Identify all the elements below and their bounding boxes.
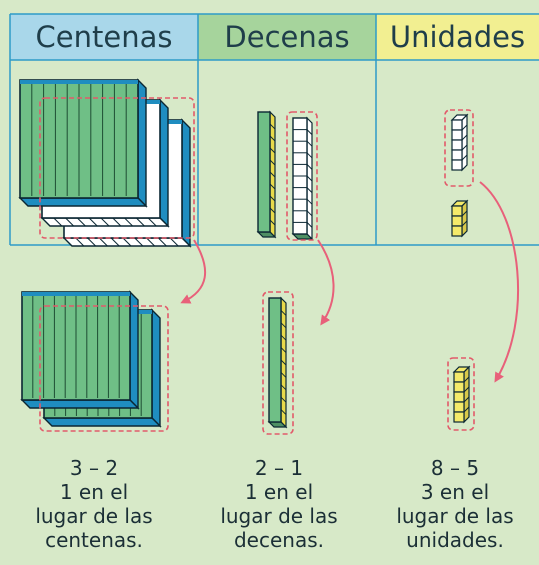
removed-tens-outline	[286, 111, 318, 241]
result-tens-outline	[262, 291, 294, 435]
unit-cube	[453, 371, 465, 383]
header-centenas-label: Centenas	[35, 20, 173, 54]
result-tens-rods	[267, 296, 288, 429]
unit-cube	[451, 215, 463, 227]
table-grid	[9, 13, 539, 246]
header-decenas-label: Decenas	[224, 20, 350, 54]
header-centenas: Centenas	[10, 14, 198, 60]
caption-text: lugar de las	[396, 504, 514, 528]
caption-expression: 3 – 2	[69, 456, 119, 480]
caption-centenas: 3 – 2 1 en el lugar de las centenas.	[9, 456, 179, 552]
result-hundreds-flats	[20, 290, 162, 428]
caption-expression: 8 – 5	[430, 456, 480, 480]
removed-tens-rod	[291, 116, 314, 241]
arrow-centenas	[180, 239, 207, 304]
removed-unit-cube	[451, 119, 463, 131]
caption-result-line: 3 en el	[370, 480, 539, 504]
caption-text: centenas.	[45, 528, 143, 552]
removed-units-outline	[444, 109, 474, 187]
caption-result-line: 1 en el	[9, 480, 179, 504]
arrow-unidades	[479, 181, 520, 383]
unit-cube	[453, 391, 465, 403]
caption-decenas: 2 – 1 1 en el lugar de las decenas.	[194, 456, 364, 552]
tens-rod	[256, 110, 277, 239]
top-unit-cubes	[450, 113, 469, 238]
removed-unit-cubes	[450, 113, 469, 172]
header-unidades: Unidades	[376, 14, 539, 60]
unit-cube	[453, 401, 465, 413]
result-unit-cubes	[452, 365, 471, 424]
result-units-outline	[447, 357, 475, 431]
removed-unit-cube	[451, 159, 463, 171]
caption-text: decenas.	[233, 528, 324, 552]
header-decenas: Decenas	[198, 14, 376, 60]
caption-text: en el	[72, 480, 129, 504]
caption-text: en el	[433, 480, 490, 504]
unit-cube	[451, 225, 463, 237]
caption-result-number: 1	[244, 480, 258, 504]
unit-cube	[453, 411, 465, 423]
removed-unit-cube	[451, 139, 463, 151]
removed-unit-cube	[451, 149, 463, 161]
unit-cubes	[452, 365, 471, 424]
caption-unidades: 8 – 5 3 en el lugar de las unidades.	[370, 456, 539, 552]
header-centenas-cell	[10, 14, 198, 60]
unit-cube	[453, 381, 465, 393]
hundreds-flat	[18, 78, 148, 208]
caption-result-number: 1	[59, 480, 73, 504]
caption-result-number: 3	[420, 480, 434, 504]
caption-text: unidades.	[406, 528, 504, 552]
header-unidades-label: Unidades	[389, 20, 526, 54]
caption-expression: 2 – 1	[254, 456, 304, 480]
top-tens-rods	[256, 110, 314, 241]
caption-text: en el	[257, 480, 314, 504]
caption-result-line: 1 en el	[194, 480, 364, 504]
header-unidades-cell	[376, 14, 539, 60]
tens-rod	[267, 296, 288, 429]
caption-text: lugar de las	[220, 504, 338, 528]
result-hundreds-outline	[39, 305, 169, 432]
header-decenas-cell	[198, 14, 376, 60]
unit-cubes	[450, 199, 469, 238]
unit-cube	[451, 205, 463, 217]
arrow-decenas	[317, 239, 335, 326]
caption-text: lugar de las	[35, 504, 153, 528]
removed-unit-cube	[451, 129, 463, 141]
removed-hundreds-outline	[39, 97, 195, 239]
top-hundreds-flats	[18, 78, 192, 248]
